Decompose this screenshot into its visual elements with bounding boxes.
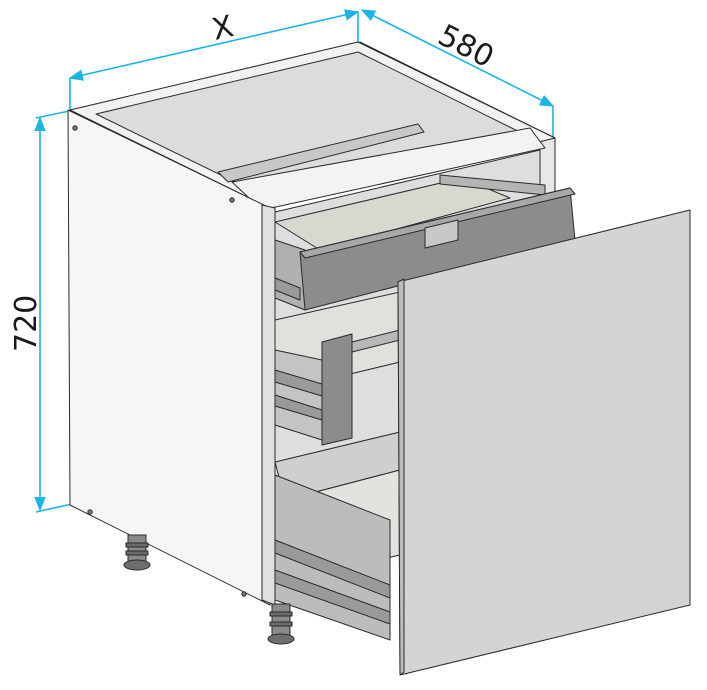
rear-rail (217, 123, 425, 183)
lower-drawer-side (274, 474, 391, 641)
lower-drawer-slide (274, 539, 391, 599)
screw-dot (72, 125, 78, 131)
depth-dimension-line (360, 9, 555, 107)
foot-right (267, 603, 295, 645)
foot-left (123, 534, 151, 571)
door-front[interactable] (397, 209, 691, 676)
middle-drawer-left-side (274, 349, 323, 441)
middle-drawer[interactable] (274, 291, 401, 446)
upper-drawer[interactable] (274, 174, 576, 311)
upper-drawer-front-top (299, 187, 576, 259)
screw-dot (241, 591, 247, 597)
width-label: X (209, 9, 237, 48)
height-label: 720 (9, 295, 44, 352)
door-front-edge (397, 278, 405, 676)
cabinet-feet (123, 534, 295, 645)
depth-label: 580 (432, 18, 499, 75)
door-front-face (397, 209, 691, 676)
middle-drawer-front (321, 333, 353, 446)
left-side-panel (67, 109, 271, 606)
upper-drawer-slide (274, 277, 301, 301)
width-dimension-line (68, 9, 360, 81)
height-extension-bottom (35, 503, 73, 513)
upper-drawer-handle-notch[interactable] (424, 219, 459, 249)
dimension-lines (34, 9, 555, 513)
left-front-edge (261, 204, 276, 606)
upper-drawer-bottom (274, 177, 511, 251)
lower-drawer[interactable] (274, 431, 401, 641)
screw-dot (87, 509, 93, 515)
lower-drawer-slide-lower (274, 569, 391, 625)
screw-dot (229, 197, 235, 203)
cabinet-carcass (67, 41, 556, 606)
